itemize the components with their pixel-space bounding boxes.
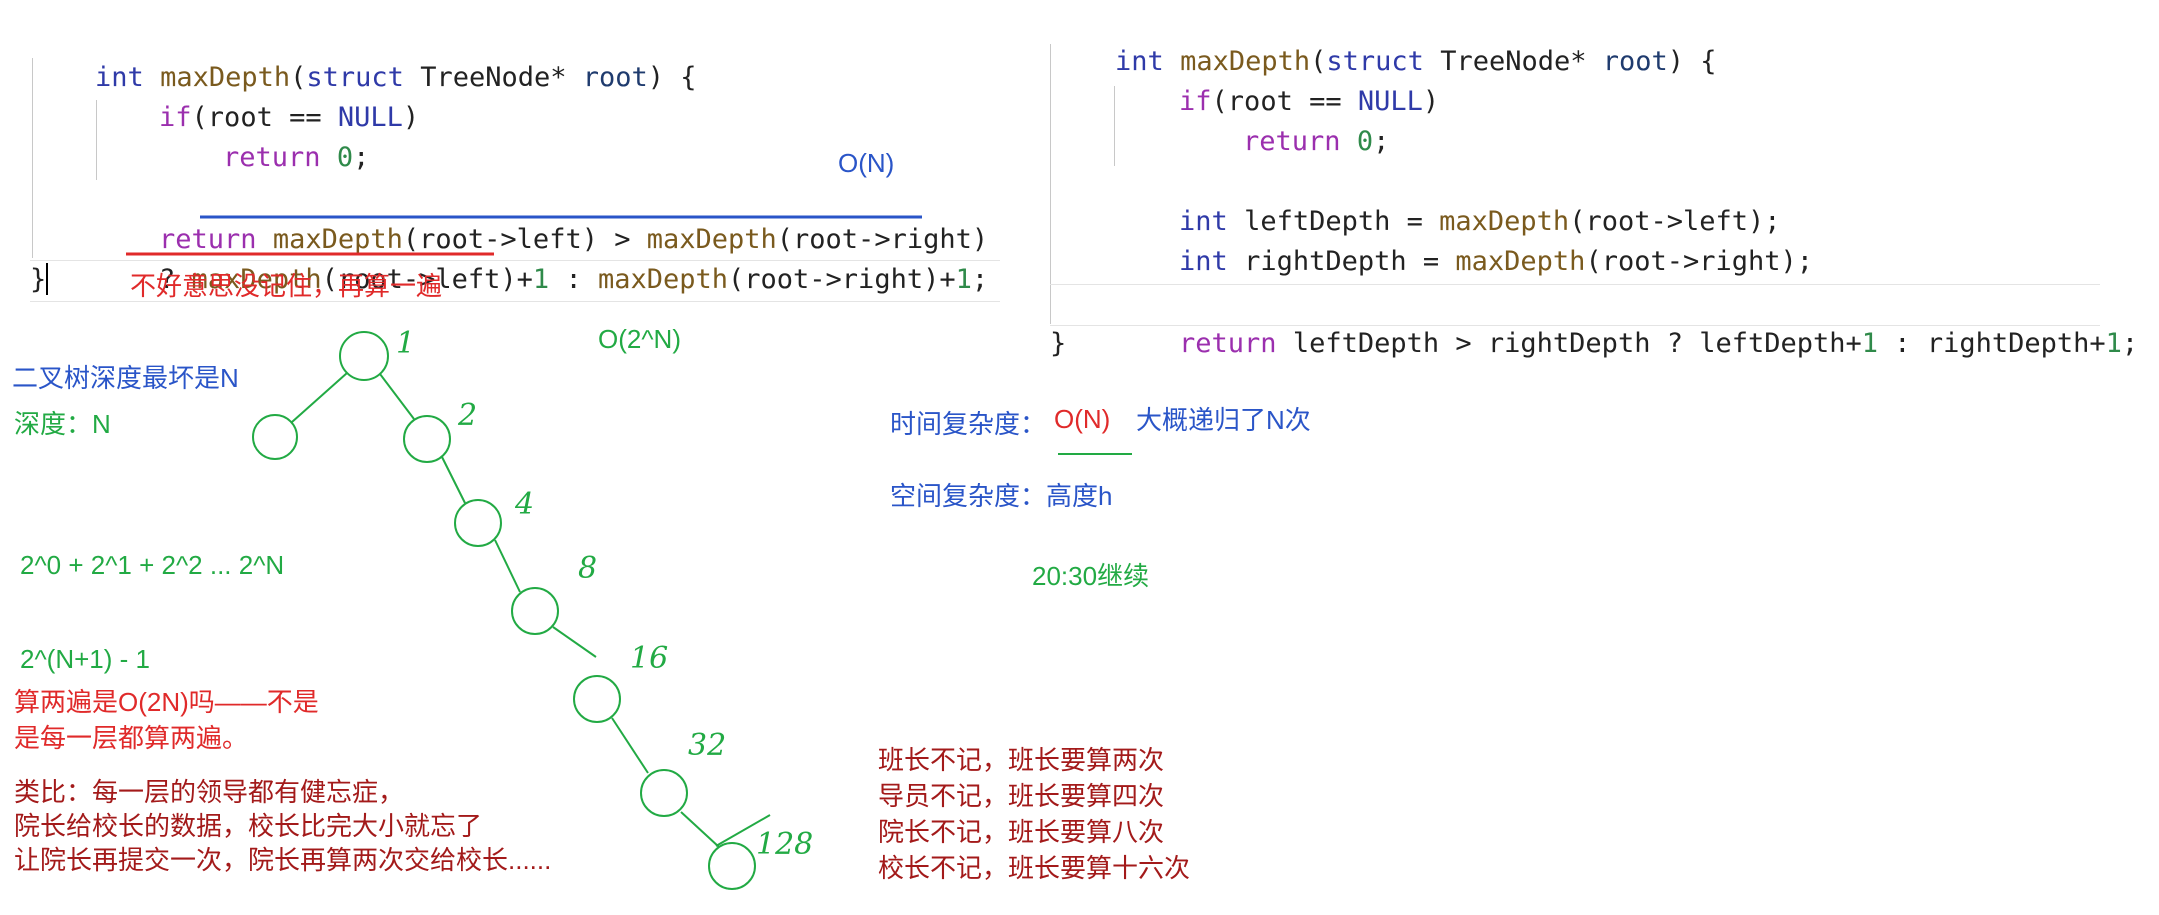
tree-label: 16	[630, 641, 668, 676]
code-line: ? maxDepth(root->left)+1 : maxDepth(root…	[159, 264, 989, 295]
annotation-depth: 深度：N	[14, 409, 111, 439]
annotation-sum: 2^0 + 2^1 + 2^2 ... 2^N	[20, 550, 285, 580]
code-line: }	[30, 264, 47, 295]
tree-node	[708, 842, 756, 890]
code-line: return 0;	[1243, 126, 1390, 157]
indent-guide	[32, 58, 33, 258]
code-line: }	[1050, 328, 1067, 359]
recursion-tree	[252, 331, 771, 890]
annotation-chain-3: 院长不记，班长要算八次	[878, 817, 1165, 847]
annotation-total: 2^(N+1) - 1	[20, 644, 150, 674]
annotation-twice-question: 算两遍是O(2N)吗——不是	[14, 687, 319, 717]
annotation-continue: 20:30继续	[1032, 561, 1150, 591]
code-line: if(root == NULL)	[159, 102, 420, 133]
space-complexity: 空间复杂度：高度h	[890, 481, 1113, 511]
tree-label: 2	[457, 398, 477, 433]
left-code-block: int maxDepth(struct TreeNode* root) { if…	[0, 0, 1010, 300]
current-line-border	[1050, 284, 2100, 326]
annotation-chain-4: 校长不记，班长要算十六次	[878, 853, 1191, 883]
annotation-o2n: O(2^N)	[598, 324, 681, 354]
current-line-border	[30, 260, 1000, 302]
annotation-worst-depth: 二叉树深度最坏是N	[12, 363, 239, 393]
annotation-forgot: 不好意思没记住，再算一遍	[130, 271, 443, 301]
code-line: return leftDepth > rightDepth ? leftDept…	[1179, 328, 2139, 359]
code-line: int maxDepth(struct TreeNode* root) {	[1115, 46, 1717, 77]
tree-edge	[379, 373, 415, 420]
annotation-chain-1: 班长不记，班长要算两次	[878, 745, 1165, 775]
tree-node	[454, 499, 502, 547]
tree-edge	[715, 814, 771, 847]
tree-label: 4	[514, 487, 534, 522]
time-complexity-note: 大概递归了N次	[1136, 405, 1311, 435]
code-line: int maxDepth(struct TreeNode* root) {	[95, 62, 697, 93]
tree-edge	[611, 717, 649, 774]
tree-edge	[291, 372, 348, 423]
tree-node	[339, 331, 389, 381]
right-code-block: int maxDepth(struct TreeNode* root) { if…	[1040, 0, 2159, 370]
annotation-analogy-1: 类比：每一层的领导都有健忘症，	[14, 777, 405, 807]
annotation-chain-2: 导员不记，班长要算四次	[878, 781, 1165, 811]
code-line: return 0;	[223, 142, 370, 173]
code-line: int leftDepth = maxDepth(root->left);	[1179, 206, 1781, 237]
indent-guide	[1114, 86, 1115, 166]
tree-node	[640, 769, 688, 817]
tree-labels: 1 2 4 8 16 32 128	[396, 326, 813, 862]
annotation-twice-answer: 是每一层都算两遍。	[14, 723, 249, 753]
tree-edge	[680, 811, 720, 848]
tree-node	[573, 675, 621, 723]
tree-edge	[494, 539, 521, 593]
tree-label: 32	[688, 728, 726, 763]
time-complexity-label: 时间复杂度：	[890, 409, 1047, 439]
tree-label: 128	[756, 827, 813, 862]
tree-node	[403, 415, 451, 463]
code-line: if(root == NULL)	[1179, 86, 1440, 117]
indent-guide	[1050, 44, 1051, 324]
tree-label: 1	[396, 326, 415, 361]
annotation-analogy-3: 让院长再提交一次，院长再算两次交给校长......	[14, 845, 552, 875]
tree-edge	[552, 626, 597, 658]
indent-guide	[96, 100, 97, 180]
tree-node	[252, 414, 298, 460]
code-line: return maxDepth(root->left) > maxDepth(r…	[159, 224, 989, 255]
time-complexity-value: O(N)	[1054, 404, 1111, 434]
tree-label: 8	[578, 551, 597, 586]
text-cursor	[46, 263, 48, 295]
annotation-on: O(N)	[838, 148, 895, 178]
tree-node	[511, 587, 559, 635]
annotation-analogy-2: 院长给校长的数据，校长比完大小就忘了	[14, 811, 483, 841]
code-line: int rightDepth = maxDepth(root->right);	[1179, 246, 1814, 277]
tree-edge	[441, 456, 466, 504]
